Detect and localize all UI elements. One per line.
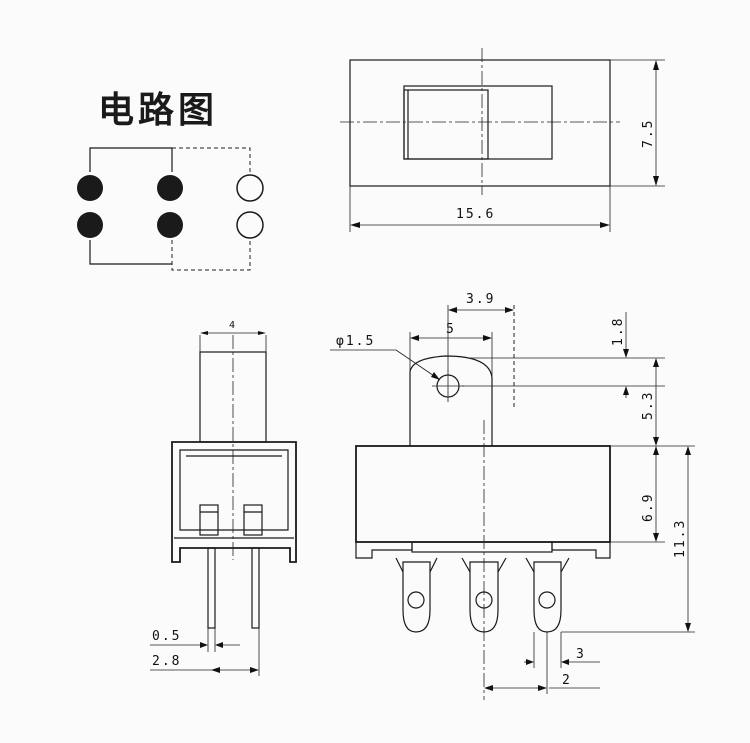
side-view-body — [171, 441, 297, 563]
circuit-wires — [89, 147, 251, 271]
front-view: φ1.5 5 3.9 1.8 5.3 6.9 — [330, 292, 695, 700]
front-actuator — [409, 355, 493, 446]
terminal-dot-center-top — [157, 175, 183, 201]
side-actuator-width-dim: 4 — [229, 320, 235, 331]
side-terminal-left — [199, 504, 219, 536]
top-view: 15.6 7.5 — [340, 48, 665, 232]
side-pin-thickness-dim: 0.5 — [152, 629, 181, 644]
front-hole-offset-dim: 5 — [446, 322, 456, 337]
side-terminal-right — [243, 504, 263, 536]
side-pin-pitch-dim: 2.8 — [152, 654, 181, 669]
terminal-open-top — [236, 174, 264, 202]
terminal-dot-center-bottom — [157, 212, 183, 238]
terminal-open-bottom — [236, 211, 264, 239]
front-body-height-dim: 6.9 — [641, 493, 656, 522]
front-hole-label: φ1.5 — [336, 334, 375, 349]
front-pin-width-dim: 3 — [576, 647, 586, 662]
top-view-body-outline — [349, 59, 611, 187]
front-pin-left — [395, 557, 438, 633]
front-top-gap-dim: 1.8 — [611, 317, 626, 346]
top-height-dim: 7.5 — [641, 119, 656, 148]
top-view-slot — [403, 85, 553, 160]
front-pin-center — [461, 557, 507, 633]
front-actuator-offset-dim: 3.9 — [466, 292, 495, 307]
top-view-actuator — [403, 89, 489, 160]
side-view: 4 0.5 2.8 — [150, 320, 297, 676]
front-total-height-dim: 11.3 — [673, 519, 688, 558]
terminal-dot-common-bottom — [77, 212, 103, 238]
top-width-dim: 15.6 — [456, 207, 495, 222]
circuit-title: 电路图 — [98, 90, 218, 131]
circuit-diagram: 电路图 — [77, 90, 264, 271]
side-pin-left — [207, 547, 216, 629]
front-pin-right — [525, 557, 570, 633]
terminal-dot-common-top — [77, 175, 103, 201]
front-body — [355, 445, 611, 543]
front-pin-pitch-dim: 2 — [562, 673, 572, 688]
side-pin-right — [251, 547, 260, 629]
front-actuator-height-dim: 5.3 — [641, 391, 656, 420]
